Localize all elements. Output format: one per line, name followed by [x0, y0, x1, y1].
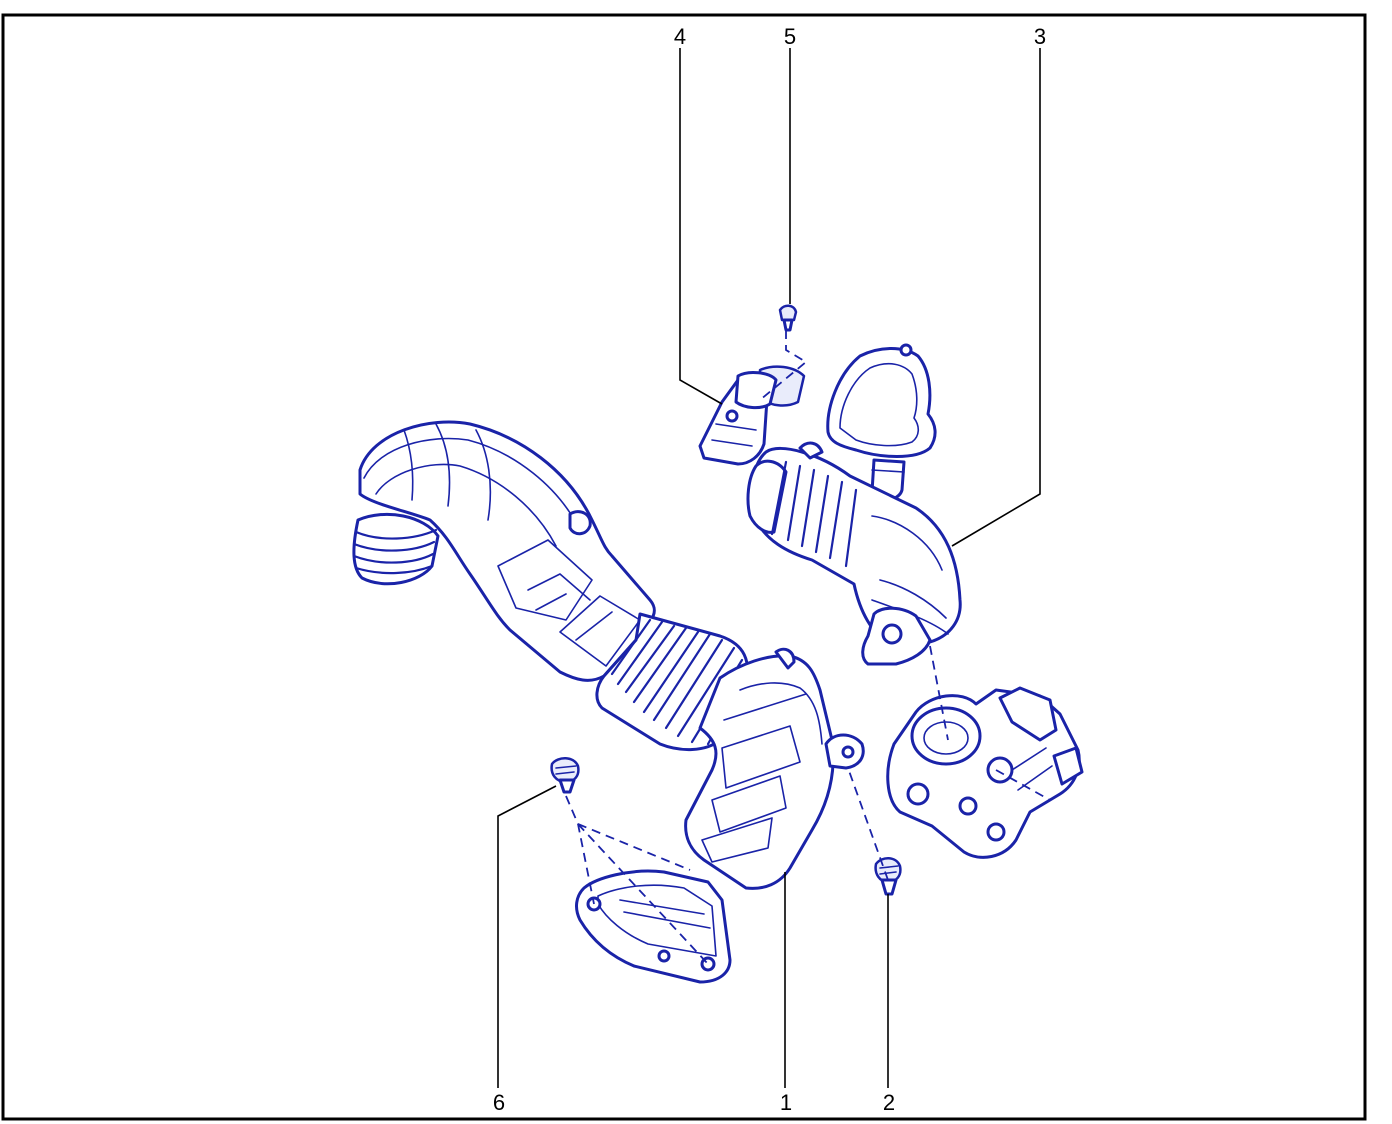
part-3-inlet-hose	[746, 343, 962, 666]
callout-2: 2	[883, 1090, 895, 1115]
part-6-push-clip	[550, 757, 580, 794]
leader-3	[951, 48, 1041, 547]
leader-6	[497, 785, 557, 1088]
part-4-airflow-sensor	[698, 365, 806, 466]
part-5-screw	[778, 304, 798, 332]
callout-4: 4	[674, 24, 686, 49]
throttle-body	[886, 686, 1084, 859]
callout-3: 3	[1034, 24, 1046, 49]
callout-6: 6	[493, 1090, 505, 1115]
callout-leaders	[497, 48, 1041, 1088]
leader-4	[679, 48, 723, 405]
part-1-air-intake-duct	[352, 420, 865, 984]
callout-1: 1	[780, 1090, 792, 1115]
assembly-lines	[565, 330, 1051, 965]
diagram-frame	[1, 13, 1367, 1121]
inlet-bellows	[352, 512, 440, 586]
callout-5: 5	[784, 24, 796, 49]
part-2-push-clip	[874, 857, 902, 896]
